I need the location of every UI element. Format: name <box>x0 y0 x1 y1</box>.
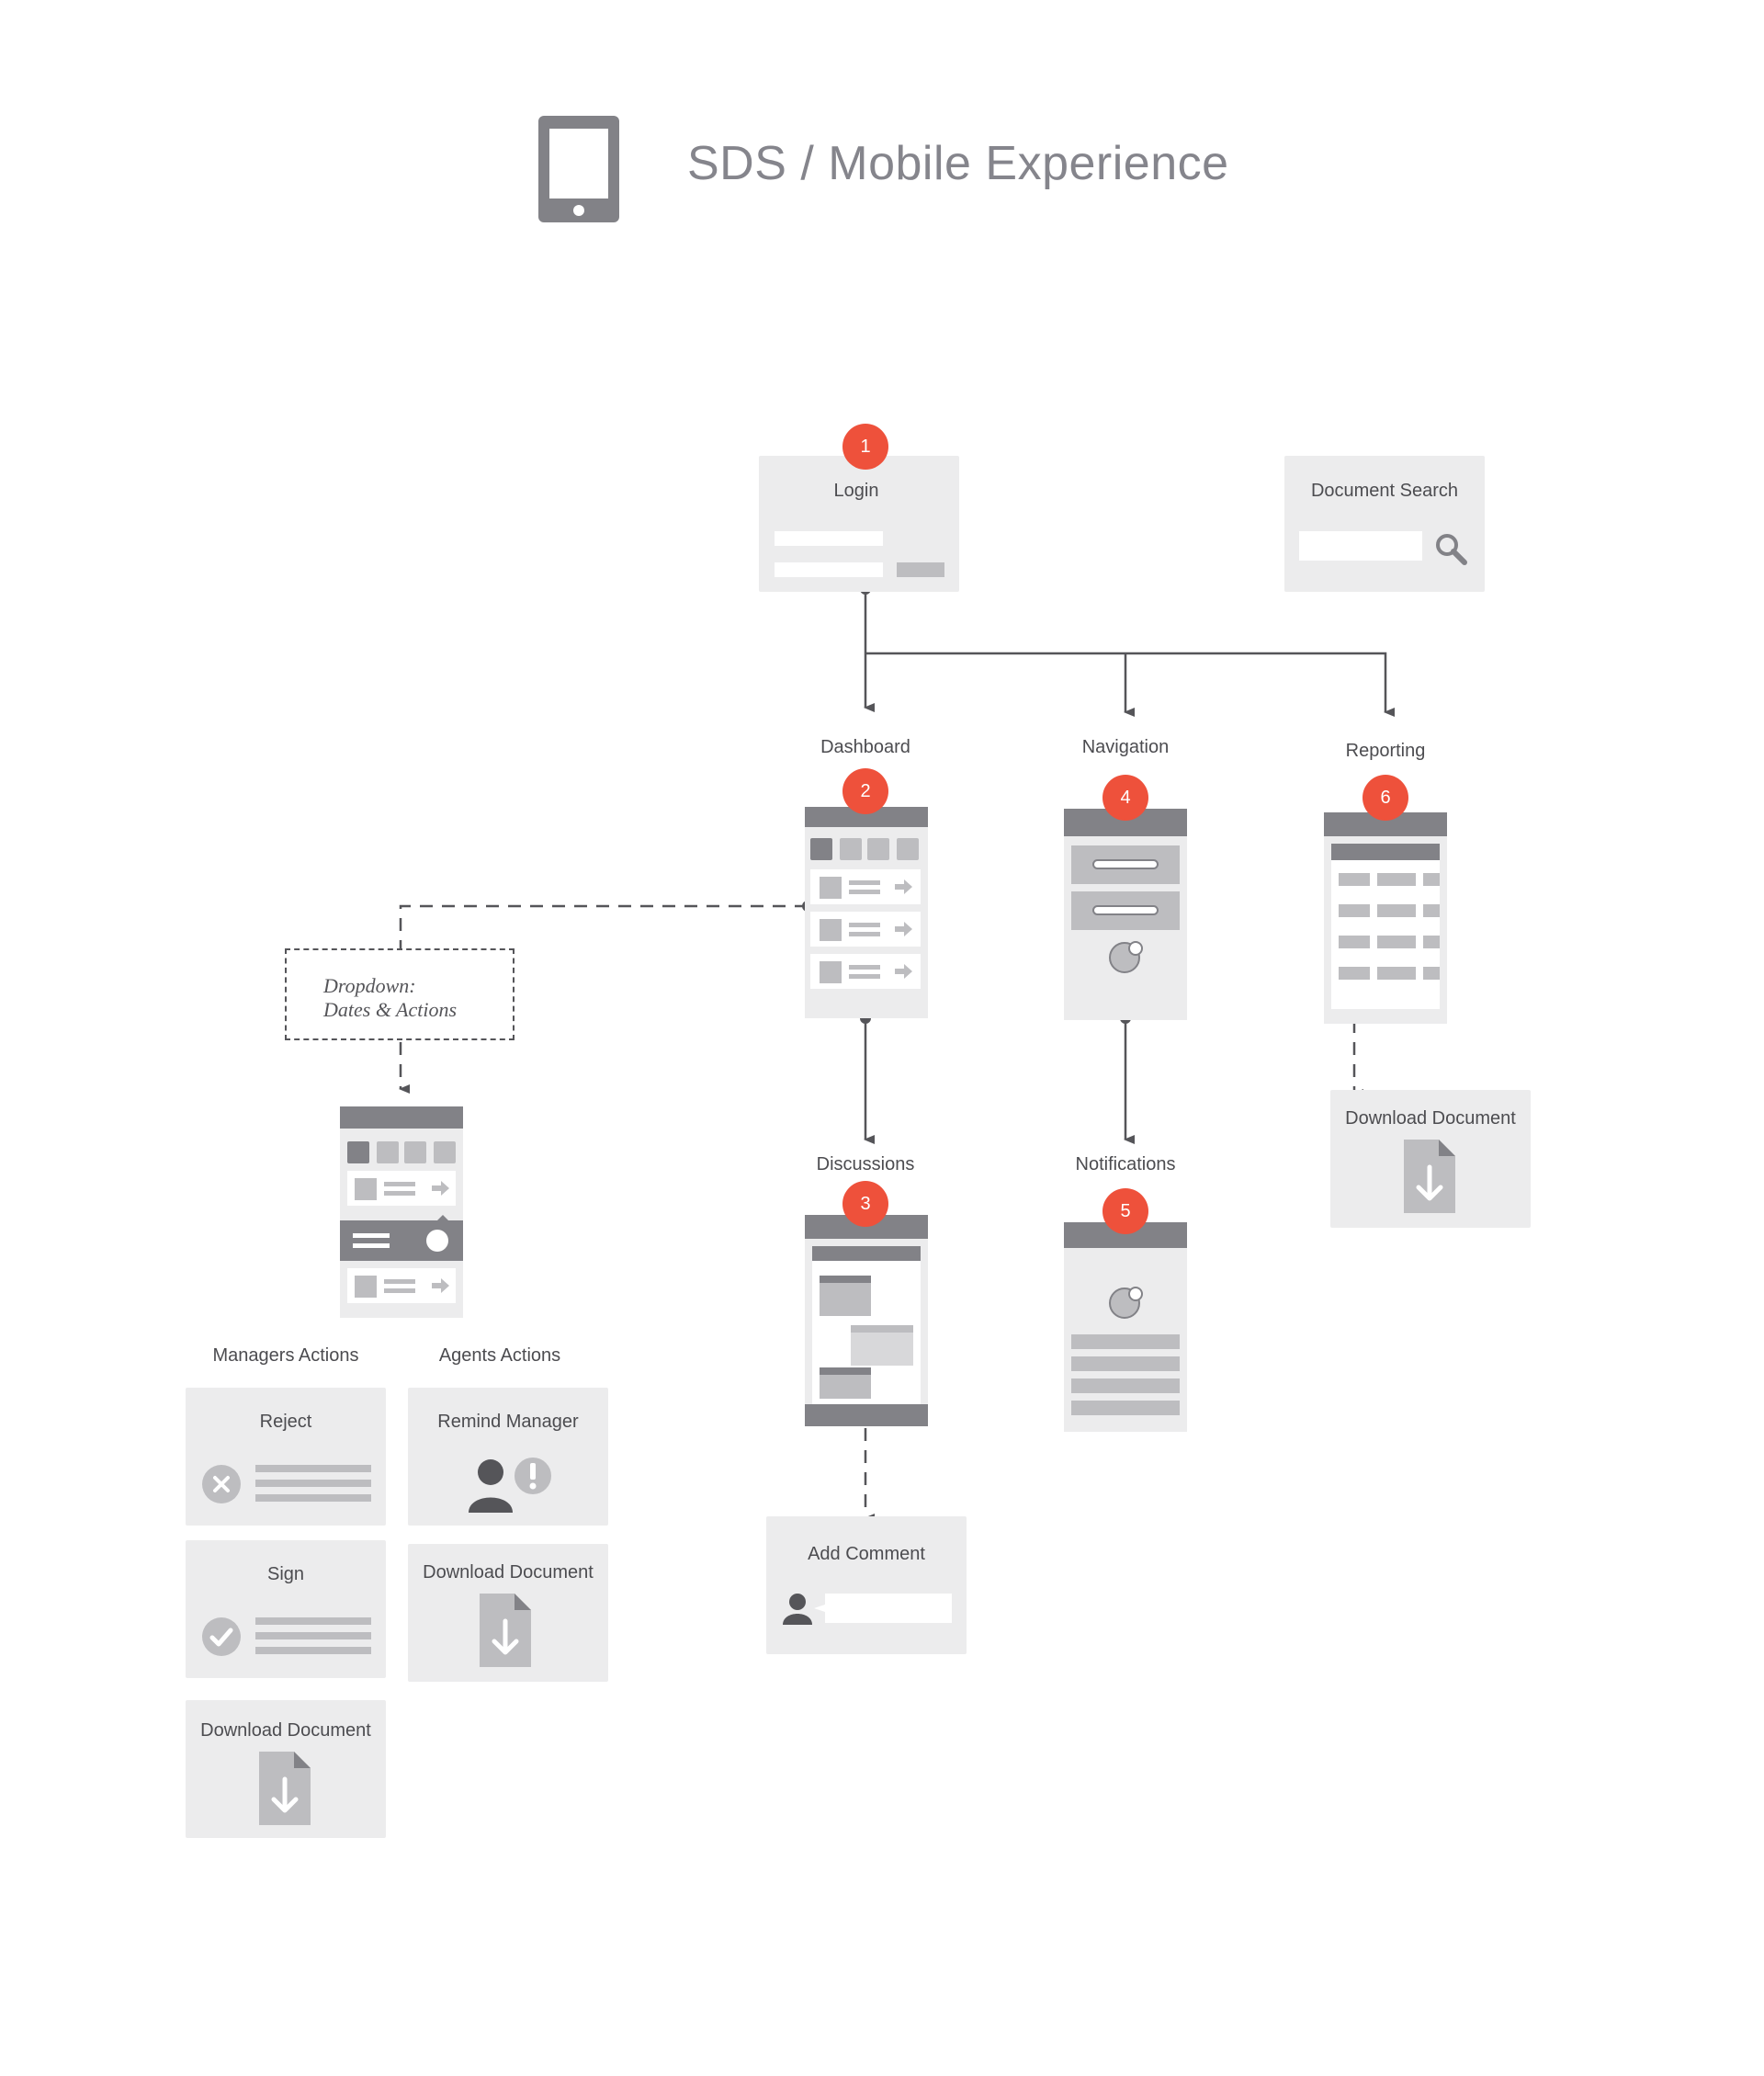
page-title: SDS / Mobile Experience <box>687 137 1229 190</box>
reporting-screen[interactable] <box>1324 812 1447 1024</box>
download-document-icon[interactable] <box>259 1752 311 1825</box>
search-field[interactable] <box>1299 531 1422 561</box>
sign-label: Sign <box>266 1564 305 1584</box>
download-document-icon[interactable] <box>1404 1140 1455 1213</box>
agents-download-document-card[interactable]: Download Document <box>408 1544 608 1682</box>
add-comment-label: Add Comment <box>808 1544 925 1564</box>
add-comment-card[interactable]: Add Comment <box>766 1516 967 1654</box>
step-badge-1: 1 <box>842 424 888 470</box>
document-lines <box>255 1480 371 1487</box>
login-to-sections-connector <box>860 584 1395 717</box>
sign-card[interactable]: Sign <box>186 1540 386 1678</box>
agents-download-label: Download Document <box>423 1562 594 1583</box>
user-icon <box>783 1594 812 1625</box>
remind-manager-card[interactable]: Remind Manager <box>408 1388 608 1526</box>
agents-actions-label: Agents Actions <box>438 1345 561 1366</box>
dropdown-dates-actions-note: Dropdown: Dates & Actions <box>285 948 514 1040</box>
comment-input[interactable] <box>814 1594 952 1623</box>
step-badge-2: 2 <box>842 768 888 814</box>
dropdown-screen[interactable] <box>340 1106 463 1318</box>
managers-actions-label: Managers Actions <box>212 1345 359 1366</box>
download-document-icon[interactable] <box>480 1594 531 1667</box>
person-alert-icon[interactable] <box>467 1452 559 1513</box>
discussions-screen[interactable] <box>805 1215 928 1426</box>
document-search-card[interactable]: Document Search <box>1284 456 1485 592</box>
dashboard-to-discussions-connector <box>860 1013 875 1144</box>
document-lines <box>255 1632 371 1639</box>
remind-manager-label: Remind Manager <box>437 1412 579 1432</box>
document-lines <box>255 1465 371 1472</box>
step-badge-4: 4 <box>1102 775 1148 821</box>
search-icon[interactable] <box>1433 531 1468 566</box>
document-search-label: Document Search <box>1310 481 1459 501</box>
reporting-download-label: Download Document <box>1345 1108 1516 1129</box>
document-lines <box>255 1647 371 1654</box>
checkmark-icon[interactable] <box>200 1616 243 1658</box>
document-lines <box>255 1494 371 1502</box>
step-badge-3: 3 <box>842 1181 888 1227</box>
dashboard-label: Dashboard <box>820 737 910 757</box>
login-button[interactable] <box>897 562 944 577</box>
navigation-screen[interactable] <box>1064 809 1187 1020</box>
navigation-to-notifications-connector <box>1120 1013 1135 1144</box>
reject-icon[interactable] <box>200 1463 243 1505</box>
step-badge-5: 5 <box>1102 1188 1148 1234</box>
dashboard-screen[interactable] <box>805 807 928 1018</box>
reject-card[interactable]: Reject <box>186 1388 386 1526</box>
managers-download-document-card[interactable]: Download Document <box>186 1700 386 1838</box>
notifications-screen[interactable] <box>1064 1222 1187 1432</box>
navigation-label: Navigation <box>1081 737 1170 757</box>
username-field[interactable] <box>775 531 883 546</box>
document-lines <box>255 1617 371 1625</box>
reporting-download-document-card[interactable]: Download Document <box>1330 1090 1531 1228</box>
discussions-label: Discussions <box>816 1154 915 1174</box>
reject-label: Reject <box>259 1412 312 1432</box>
reporting-label: Reporting <box>1345 741 1426 761</box>
notifications-label: Notifications <box>1075 1154 1176 1174</box>
managers-download-label: Download Document <box>200 1720 371 1741</box>
password-field[interactable] <box>775 562 883 577</box>
login-card[interactable]: Login <box>759 456 959 592</box>
dropdown-note-line1: Dropdown: <box>323 974 416 997</box>
step-badge-6: 6 <box>1363 775 1408 821</box>
tablet-icon <box>538 116 619 222</box>
login-label: Login <box>833 481 879 501</box>
dropdown-note-line2: Dates & Actions <box>323 998 458 1021</box>
